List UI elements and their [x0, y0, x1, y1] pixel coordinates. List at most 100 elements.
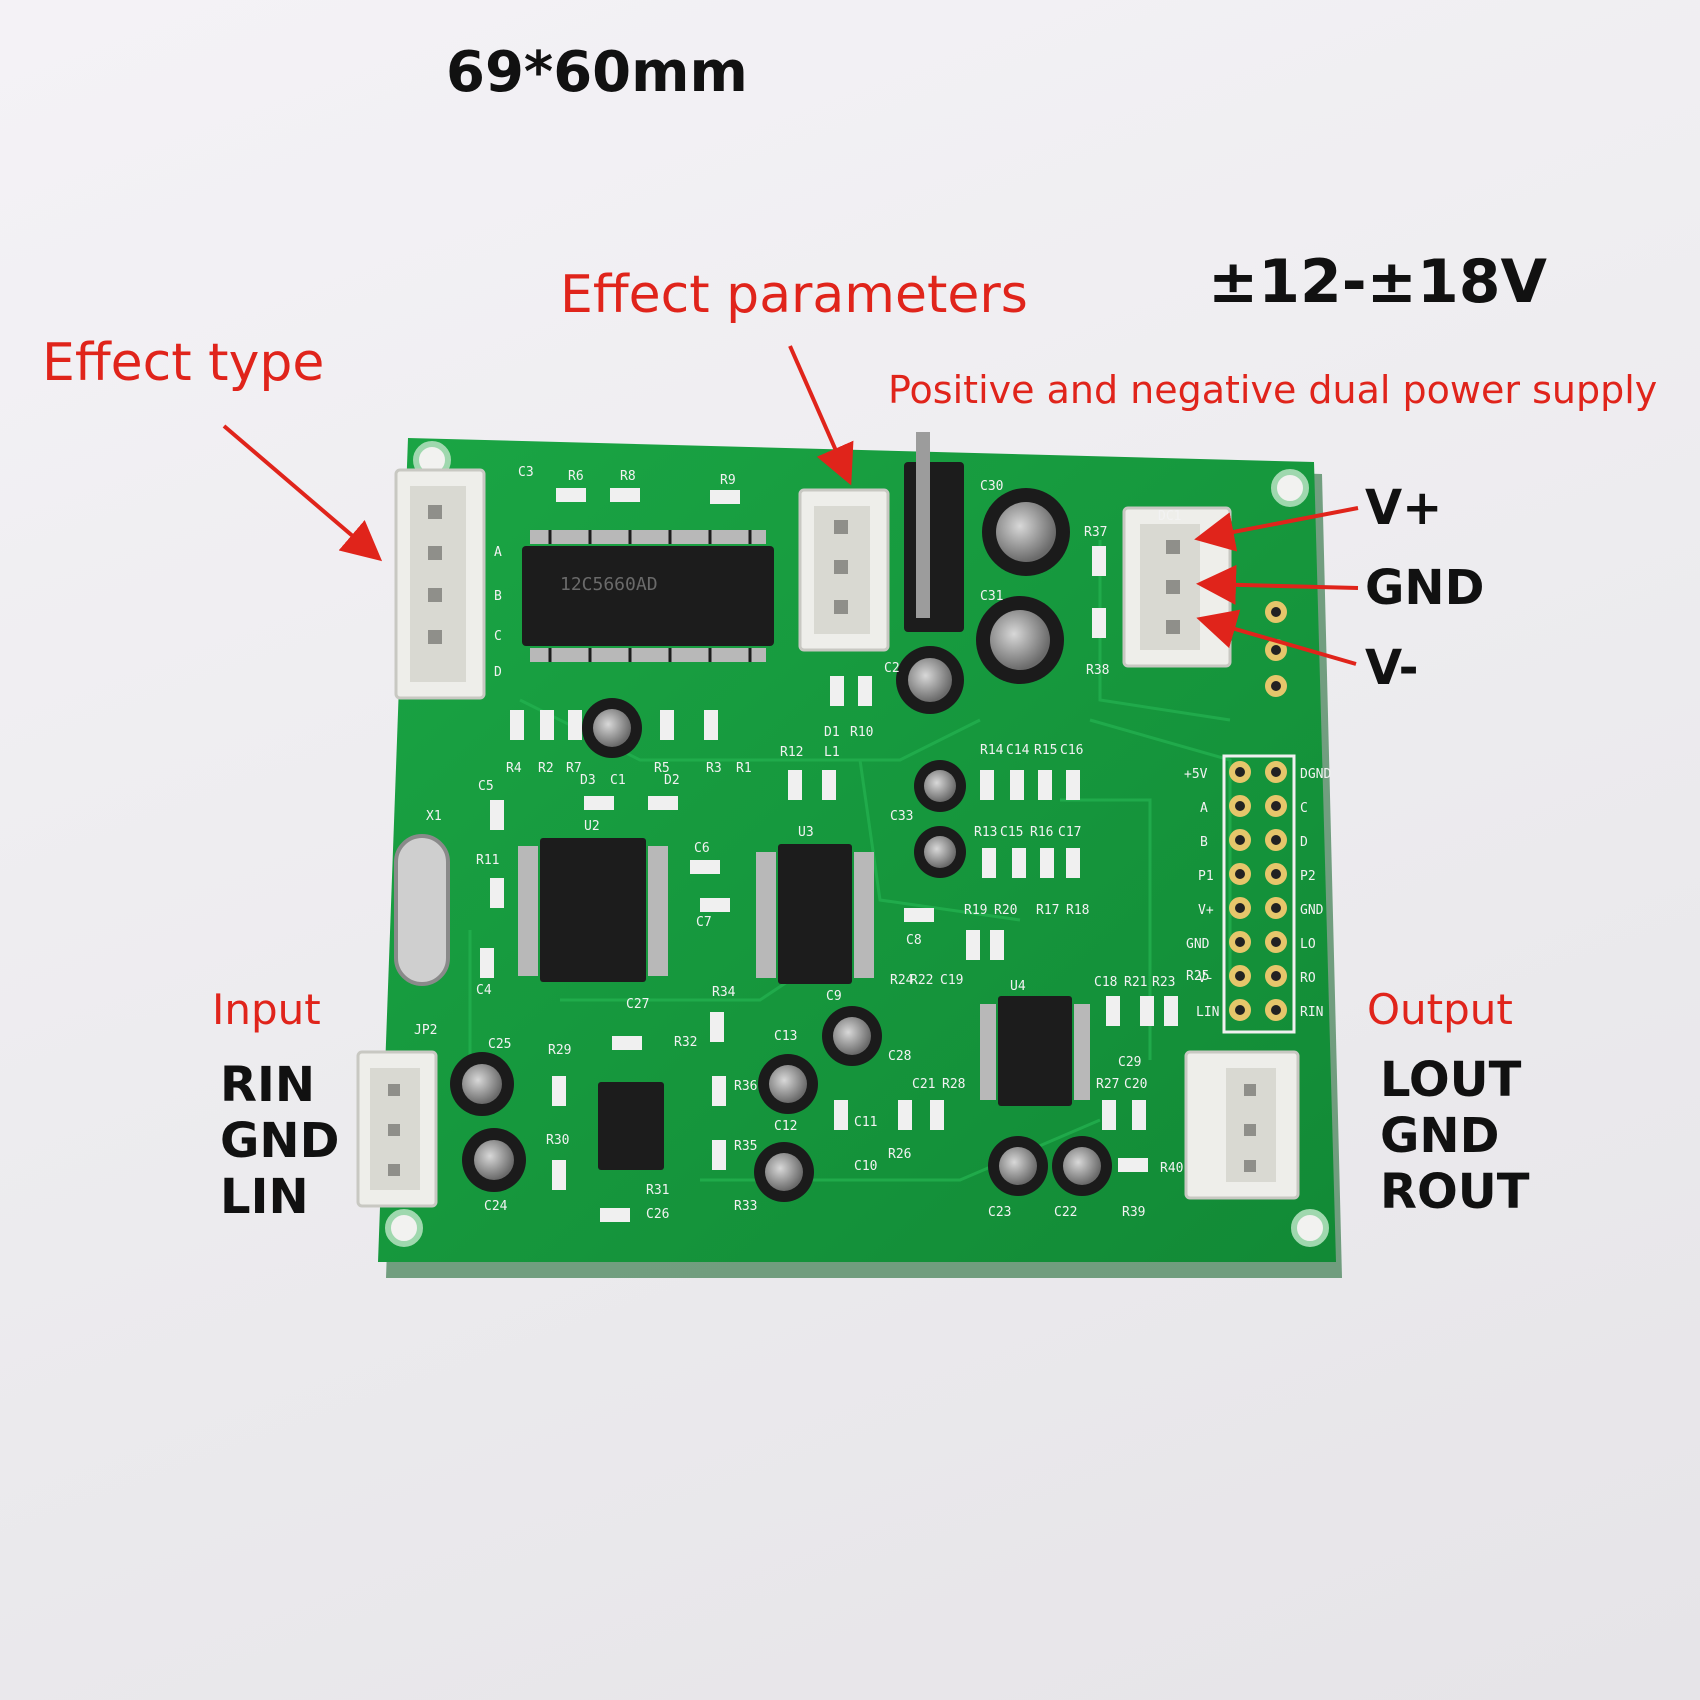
chip-u4: [998, 996, 1072, 1106]
svg-text:C: C: [1300, 801, 1308, 816]
svg-text:C12: C12: [774, 1119, 797, 1134]
svg-text:R13: R13: [974, 825, 997, 840]
arrow-v-minus: [1196, 609, 1357, 666]
svg-text:R33: R33: [734, 1199, 757, 1214]
svg-text:GND: GND: [1300, 903, 1324, 918]
arrow-effect-parameters: [788, 345, 854, 486]
chip-u1-marking: 12C5660AD: [560, 574, 658, 595]
svg-text:R28: R28: [942, 1077, 965, 1092]
svg-text:C14: C14: [1006, 743, 1030, 758]
input-pin-gnd: GND: [220, 1113, 340, 1169]
output-pin-lout: LOUT: [1380, 1052, 1522, 1108]
svg-text:LIN: LIN: [1196, 1005, 1219, 1020]
svg-text:LO: LO: [1300, 937, 1316, 952]
output-pin-list: LOUT GND ROUT: [1380, 1052, 1529, 1220]
svg-text:R2: R2: [538, 761, 554, 776]
dimensions-label: 69*60mm: [446, 40, 748, 105]
svg-text:C25: C25: [488, 1037, 511, 1052]
svg-text:A: A: [1200, 801, 1208, 816]
svg-text:R35: R35: [734, 1139, 757, 1154]
svg-text:R26: R26: [888, 1147, 911, 1162]
svg-text:C28: C28: [888, 1049, 911, 1064]
svg-text:RIN: RIN: [1300, 1005, 1323, 1020]
svg-text:C1: C1: [610, 773, 626, 788]
svg-text:C5: C5: [478, 779, 494, 794]
input-pin-list: RIN GND LIN: [220, 1057, 339, 1225]
svg-text:D: D: [1300, 835, 1308, 850]
svg-text:C6: C6: [694, 841, 710, 856]
voltage-label: ±12-±18V: [1208, 247, 1547, 317]
power-pin-v-minus: V-: [1365, 640, 1419, 696]
svg-text:C19: C19: [940, 973, 963, 988]
svg-text:B: B: [494, 589, 502, 604]
svg-text:C33: C33: [890, 809, 913, 824]
svg-text:P2: P2: [1300, 869, 1316, 884]
svg-text:R4: R4: [506, 761, 522, 776]
power-supply-note: Positive and negative dual power supply: [888, 368, 1658, 412]
svg-text:C23: C23: [988, 1205, 1011, 1220]
svg-text:R6: R6: [568, 469, 584, 484]
mount-hole-top-right: [1271, 469, 1309, 507]
svg-text:C20: C20: [1124, 1077, 1147, 1092]
svg-text:R27: R27: [1096, 1077, 1119, 1092]
chip-u3: [778, 844, 852, 984]
svg-text:C24: C24: [484, 1199, 508, 1214]
svg-text:C29: C29: [1118, 1055, 1141, 1070]
svg-text:R16: R16: [1030, 825, 1053, 840]
svg-text:C16: C16: [1060, 743, 1083, 758]
svg-text:+5V: +5V: [1184, 767, 1208, 782]
svg-text:A: A: [494, 545, 502, 560]
chip-u2: [540, 838, 646, 982]
svg-text:R18: R18: [1066, 903, 1089, 918]
svg-text:R22: R22: [910, 973, 933, 988]
power-pin-v-plus: V+: [1365, 480, 1443, 536]
mount-hole-bottom-right: [1291, 1209, 1329, 1247]
svg-text:D3: D3: [580, 773, 596, 788]
svg-text:R21: R21: [1124, 975, 1147, 990]
svg-text:U4: U4: [1010, 979, 1026, 994]
svg-text:R1: R1: [736, 761, 752, 776]
svg-text:C30: C30: [980, 479, 1003, 494]
arrow-gnd: [1196, 564, 1359, 605]
svg-text:C22: C22: [1054, 1205, 1077, 1220]
svg-text:R3: R3: [706, 761, 722, 776]
svg-text:R14: R14: [980, 743, 1004, 758]
svg-text:C13: C13: [774, 1029, 797, 1044]
svg-text:U3: U3: [798, 825, 814, 840]
mount-hole-bottom-left: [385, 1209, 423, 1247]
output-pin-gnd: GND: [1380, 1108, 1500, 1164]
svg-text:R17: R17: [1036, 903, 1059, 918]
svg-text:R5: R5: [654, 761, 670, 776]
chip-op-amp: [598, 1082, 664, 1170]
effect-parameters-label: Effect parameters: [560, 265, 1028, 325]
pin-header: [1222, 754, 1296, 1034]
svg-text:D1: D1: [824, 725, 840, 740]
power-pin-gnd: GND: [1365, 560, 1485, 616]
svg-text:C17: C17: [1058, 825, 1081, 840]
svg-text:C27: C27: [626, 997, 649, 1012]
svg-text:R8: R8: [620, 469, 636, 484]
svg-text:R12: R12: [780, 745, 803, 760]
svg-text:C10: C10: [854, 1159, 877, 1174]
svg-text:DC1: DC1: [1158, 509, 1181, 524]
svg-text:GND: GND: [1186, 937, 1210, 952]
svg-text:C3: C3: [518, 465, 534, 480]
svg-text:R24: R24: [890, 973, 914, 988]
svg-text:R37: R37: [1084, 525, 1107, 540]
svg-text:X1: X1: [426, 809, 442, 824]
svg-text:R25: R25: [1186, 969, 1209, 984]
crystal-x1: [394, 834, 450, 986]
svg-text:C18: C18: [1094, 975, 1117, 990]
arrow-v-plus: [1194, 506, 1359, 552]
svg-text:DGND: DGND: [1300, 767, 1331, 782]
input-pin-lin: LIN: [220, 1169, 309, 1225]
svg-text:R39: R39: [1122, 1205, 1145, 1220]
svg-text:L1: L1: [824, 745, 840, 760]
voltage-regulator: [904, 462, 964, 632]
svg-text:C2: C2: [884, 661, 900, 676]
svg-text:D2: D2: [664, 773, 680, 788]
svg-text:C4: C4: [476, 983, 492, 998]
svg-text:R34: R34: [712, 985, 736, 1000]
svg-text:R40: R40: [1160, 1161, 1183, 1176]
output-title: Output: [1367, 985, 1513, 1034]
